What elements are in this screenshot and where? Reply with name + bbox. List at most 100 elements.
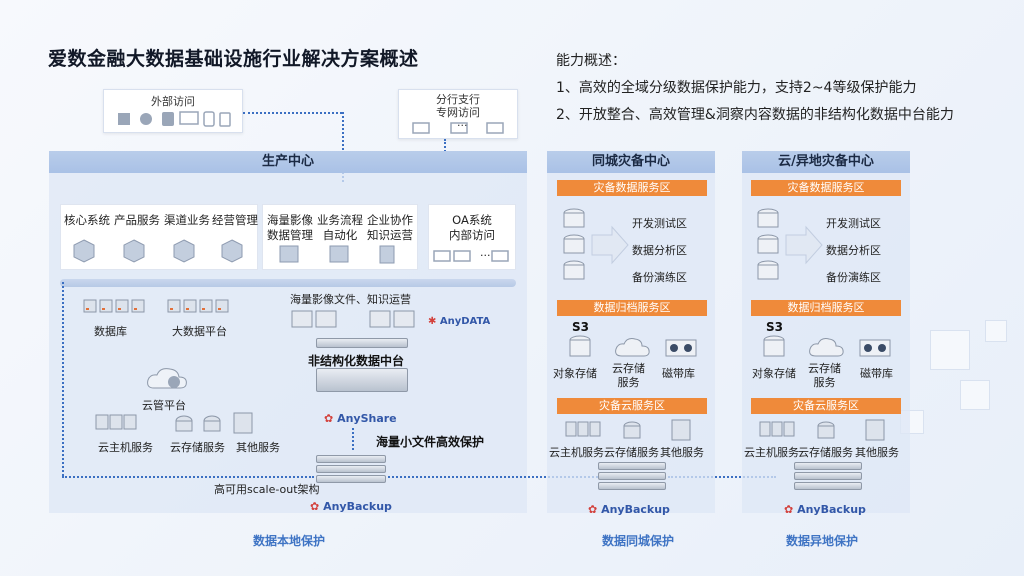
anybackup-text: AnyBackup (601, 503, 670, 516)
bigdata-icon (167, 299, 229, 313)
cloud-host-label: 云主机服务 (98, 441, 153, 454)
database-icon (83, 299, 145, 313)
server-icon (316, 338, 408, 348)
decor-cube (930, 330, 970, 370)
same-city-header: 同城灾备中心 (547, 151, 715, 173)
storage-arrow-icon (563, 208, 629, 280)
external-access-box: 外部访问 (103, 89, 243, 133)
footer-remote: 数据异地保护 (786, 534, 859, 548)
mid-card-line: 知识运营 (367, 228, 413, 242)
unstructured-label: 非结构化数据中台 (308, 354, 405, 368)
flow-line (243, 112, 342, 114)
core-card-label: 经营管理 (212, 213, 258, 227)
integration-bar (60, 279, 516, 287)
process-icons (279, 245, 395, 264)
bigdata-label: 大数据平台 (172, 325, 227, 338)
zone-label: 备份演练区 (826, 271, 881, 284)
mid-card-label: 业务流程 自动化 (314, 213, 366, 243)
mid-card-line: 自动化 (322, 228, 358, 242)
anydata-text: AnyDATA (439, 316, 491, 327)
scaleout-label: 高可用scale-out架构 (214, 483, 320, 496)
anydata-icon: ✱ (428, 316, 437, 327)
mid-card-label: 企业协作 知识运营 (364, 213, 416, 243)
branch-label: 专网访问 (436, 106, 480, 119)
cloud-service-icons (565, 419, 691, 441)
backup-server-icon (794, 462, 862, 470)
anyshare-icon: ✿ (324, 412, 334, 425)
backup-server-icon (794, 482, 862, 490)
branch-access-box: 分行支行 专网访问 ... (398, 89, 518, 139)
file-server-icons (291, 310, 415, 328)
decor-cube (960, 380, 990, 410)
footer-same-city: 数据同城保护 (602, 534, 675, 548)
other-service-label: 其他服务 (855, 446, 899, 459)
s3-label: S3 (572, 320, 589, 334)
core-card-label: 渠道业务 (164, 213, 210, 227)
oa-laptop-icons (433, 250, 509, 262)
flow-line (352, 428, 354, 450)
zone-label: 备份演练区 (632, 271, 687, 284)
tape-label: 磁带库 (860, 367, 893, 380)
cloud-host-label: 云主机服务 (744, 446, 799, 459)
mid-card-label: 海量影像 数据管理 (264, 213, 316, 243)
flow-line (342, 112, 344, 182)
zone-label: 开发测试区 (826, 217, 881, 230)
cloud-service-icons (95, 412, 253, 434)
anybackup-text: AnyBackup (323, 500, 392, 513)
storage-arrow-icon (757, 208, 823, 280)
cloud-platform-label: 云管平台 (142, 399, 186, 412)
core-card-label: 产品服务 (114, 213, 160, 227)
dr-service-bar: 灾备数据服务区 (557, 180, 707, 196)
anybackup-text: AnyBackup (797, 503, 866, 516)
cloud-storage-label: 云存储服务 (170, 441, 225, 454)
dr-service-bar: 灾备数据服务区 (751, 180, 901, 196)
production-header: 生产中心 (49, 151, 527, 173)
archive-icons (569, 335, 697, 357)
cloud-storage-label: 云存储 (808, 362, 841, 375)
cloud-storage-label: 云存储 (612, 362, 645, 375)
archive-bar: 数据归档服务区 (557, 300, 707, 316)
cloud-service-icons (759, 419, 885, 441)
database-label: 数据库 (94, 325, 127, 338)
server-icon (316, 368, 408, 392)
cloud-host-label: 云主机服务 (549, 446, 604, 459)
mid-card-line: 数据管理 (267, 228, 313, 242)
cloud-svc-bar: 灾备云服务区 (751, 398, 901, 414)
backup-server-icon (598, 482, 666, 490)
other-service-label: 其他服务 (236, 441, 280, 454)
anydata-logo: ✱ AnyDATA (428, 316, 490, 327)
obj-storage-label: 对象存储 (752, 367, 796, 380)
decor-cube (985, 320, 1007, 342)
footer-local: 数据本地保护 (253, 534, 326, 548)
cloud-gear-icon (147, 368, 187, 389)
capability-item: 1、高效的全域分级数据保护能力，支持2~4等级保护能力 (556, 80, 917, 96)
cube-icons (73, 239, 243, 263)
flow-line (388, 476, 598, 478)
capability-item: 2、开放整合、高效管理&洞察内容数据的非结构化数据中台能力 (556, 107, 954, 123)
laptop-icons (412, 122, 504, 134)
anybackup-icon: ✿ (784, 503, 794, 516)
backup-server-icon (316, 465, 386, 473)
flow-line (62, 476, 314, 478)
anybackup-icon: ✿ (310, 500, 320, 513)
archive-bar: 数据归档服务区 (751, 300, 901, 316)
oa-ellipsis: ... (480, 246, 491, 259)
cloud-storage-label: 云存储服务 (798, 446, 853, 459)
anybackup-logo: ✿ AnyBackup (310, 500, 392, 513)
branch-label: 分行支行 (436, 93, 480, 106)
mass-files-label: 海量影像文件、知识运营 (290, 293, 411, 306)
cloud-storage-label: 服务 (813, 376, 836, 389)
anybackup-icon: ✿ (588, 503, 598, 516)
cloud-svc-bar: 灾备云服务区 (557, 398, 707, 414)
backup-server-icon (598, 462, 666, 470)
zone-label: 开发测试区 (632, 217, 687, 230)
anybackup-logo: ✿ AnyBackup (588, 503, 670, 516)
ellipsis: ... (457, 116, 468, 129)
obj-storage-label: 对象存储 (553, 367, 597, 380)
backup-server-icon (794, 472, 862, 480)
small-file-label: 海量小文件高效保护 (376, 435, 485, 449)
backup-server-icon (598, 472, 666, 480)
zone-label: 数据分析区 (632, 244, 687, 257)
page-title: 爱数金融大数据基础设施行业解决方案概述 (48, 48, 419, 70)
s3-label: S3 (766, 320, 783, 334)
